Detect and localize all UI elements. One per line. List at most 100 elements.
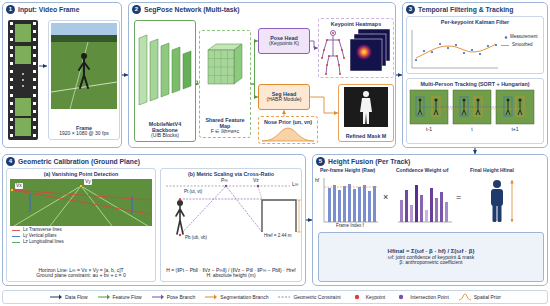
tracking-box: Multi-Person Tracking (SORT + Hungarian) <box>406 78 544 144</box>
heatmap-box: Keypoint Heatmaps <box>318 18 394 78</box>
field-photo <box>10 179 152 226</box>
film-strip <box>10 118 13 121</box>
film-strip <box>33 46 36 49</box>
film-strip <box>15 118 31 136</box>
seg-head-box: Seg Head(HABR Module) <box>258 84 310 110</box>
kalman-chart <box>487 45 489 47</box>
film-strip <box>22 79 24 81</box>
legend-text: Feature Flow <box>113 294 142 300</box>
annotation-label: = <box>456 193 461 203</box>
tracking-frames <box>432 97 440 116</box>
film-strip <box>33 86 36 89</box>
flow-connector <box>251 84 258 97</box>
feature-map-cube <box>208 44 242 84</box>
skeleton-figure <box>321 32 345 75</box>
film-strip <box>10 126 13 129</box>
legend-text: Intersection Point <box>410 294 449 300</box>
person-icon <box>493 204 497 222</box>
kalman-chart <box>412 30 498 68</box>
weight-chart <box>415 185 418 222</box>
skeleton-figure <box>323 49 325 51</box>
node-heading: (b) Metric Scaling via Cross-Ratio <box>163 171 299 177</box>
step-number: 5 <box>316 157 325 166</box>
panel-header: 2SegPose Network (Multi-task) <box>129 3 395 16</box>
film-strip <box>33 22 36 25</box>
gaussian-prior <box>262 128 314 141</box>
legend-text: Keypoint <box>366 294 385 300</box>
mask-picture <box>344 87 388 127</box>
person-icon <box>498 204 502 222</box>
tracking-frames <box>420 107 508 108</box>
raw-height-chart <box>324 178 378 222</box>
weight-chart <box>400 200 403 222</box>
annotation-label: Frame Index f <box>336 224 364 229</box>
node-heading: Keypoint Heatmaps <box>321 21 391 27</box>
line-type-samples <box>12 236 20 237</box>
stage-panel: 3Temporal Filtering & TrackingPer-keypoi… <box>402 2 548 148</box>
weight-chart <box>445 202 448 222</box>
weight-chart <box>420 195 423 222</box>
tracking-frames <box>506 102 510 116</box>
person-icon <box>491 180 512 222</box>
panel-header: 1Input: Video Frame <box>3 3 121 16</box>
feature-map-cube <box>208 50 234 84</box>
legend-item: Geometric Constraint <box>277 293 340 301</box>
legend-sample <box>151 293 165 301</box>
field-photo <box>81 186 112 226</box>
raw-height-chart <box>343 186 346 222</box>
kalman-chart <box>463 52 465 54</box>
feature-map-cube <box>234 44 242 84</box>
mask-box: Refined Mask M <box>338 84 394 142</box>
film-strip <box>10 38 13 41</box>
step-number: 4 <box>6 157 15 166</box>
stage-panel: 2SegPose Network (Multi-task) MobileNetV4… <box>128 2 396 148</box>
film-strip <box>10 94 13 97</box>
skeleton-figure <box>343 57 345 59</box>
video-frame-picture <box>51 23 117 109</box>
legend-text: Geometric Constraint <box>293 294 340 300</box>
legend-sample <box>59 295 62 300</box>
tracking-frames <box>416 97 424 116</box>
step-number: 2 <box>132 5 141 14</box>
field-photo <box>131 196 132 214</box>
field-photo <box>12 190 150 214</box>
skeleton-figure <box>322 36 344 74</box>
step-number: 3 <box>406 5 415 14</box>
annotation-label: t <box>471 127 472 133</box>
annotation-label: Per-frame Height (Raw) <box>320 168 375 174</box>
film-strip <box>8 20 38 140</box>
feature-map-box: Shared Feature MapF ∈ ℝh×w×c <box>199 30 251 138</box>
panel-header: 3Temporal Filtering & Tracking <box>403 3 547 16</box>
raw-height-chart <box>368 191 371 222</box>
annotation-label: L∞ <box>292 182 298 188</box>
film-strip <box>15 46 31 64</box>
field-photo <box>10 179 152 226</box>
cross-ratio-sketch <box>179 198 181 200</box>
tracking-frames <box>462 102 466 116</box>
node-heading: MobileNetV4 Backbone <box>137 121 193 133</box>
legend-sample <box>399 295 403 299</box>
mask-picture <box>363 91 369 97</box>
mask-picture <box>344 87 388 127</box>
cross-ratio-sketch <box>180 186 226 235</box>
node-text: (UIB Blocks) <box>137 133 193 139</box>
film-strip <box>15 98 31 116</box>
backbone-blocks <box>161 43 169 97</box>
legend-sample <box>205 297 214 298</box>
film-strip <box>33 30 36 33</box>
panel-title: Height Fusion (Per Track) <box>328 158 410 165</box>
field-photo <box>29 194 30 212</box>
flow-connector <box>310 41 318 48</box>
annotation-label: Final Height Hfinal <box>470 168 514 174</box>
tracking-frames <box>516 97 524 116</box>
video-frame-picture <box>51 35 117 42</box>
annotation-label: Pt (ut, vt) <box>184 190 202 195</box>
kalman-chart <box>431 51 433 53</box>
node-text: 1920 × 1080 @ 30 fps <box>51 131 117 137</box>
kalman-chart <box>412 30 509 68</box>
video-frame-picture <box>70 42 88 109</box>
node-heading: Refined Mask M <box>341 133 391 139</box>
heatmap-tiles <box>356 44 372 60</box>
skeleton-figure <box>326 39 328 41</box>
